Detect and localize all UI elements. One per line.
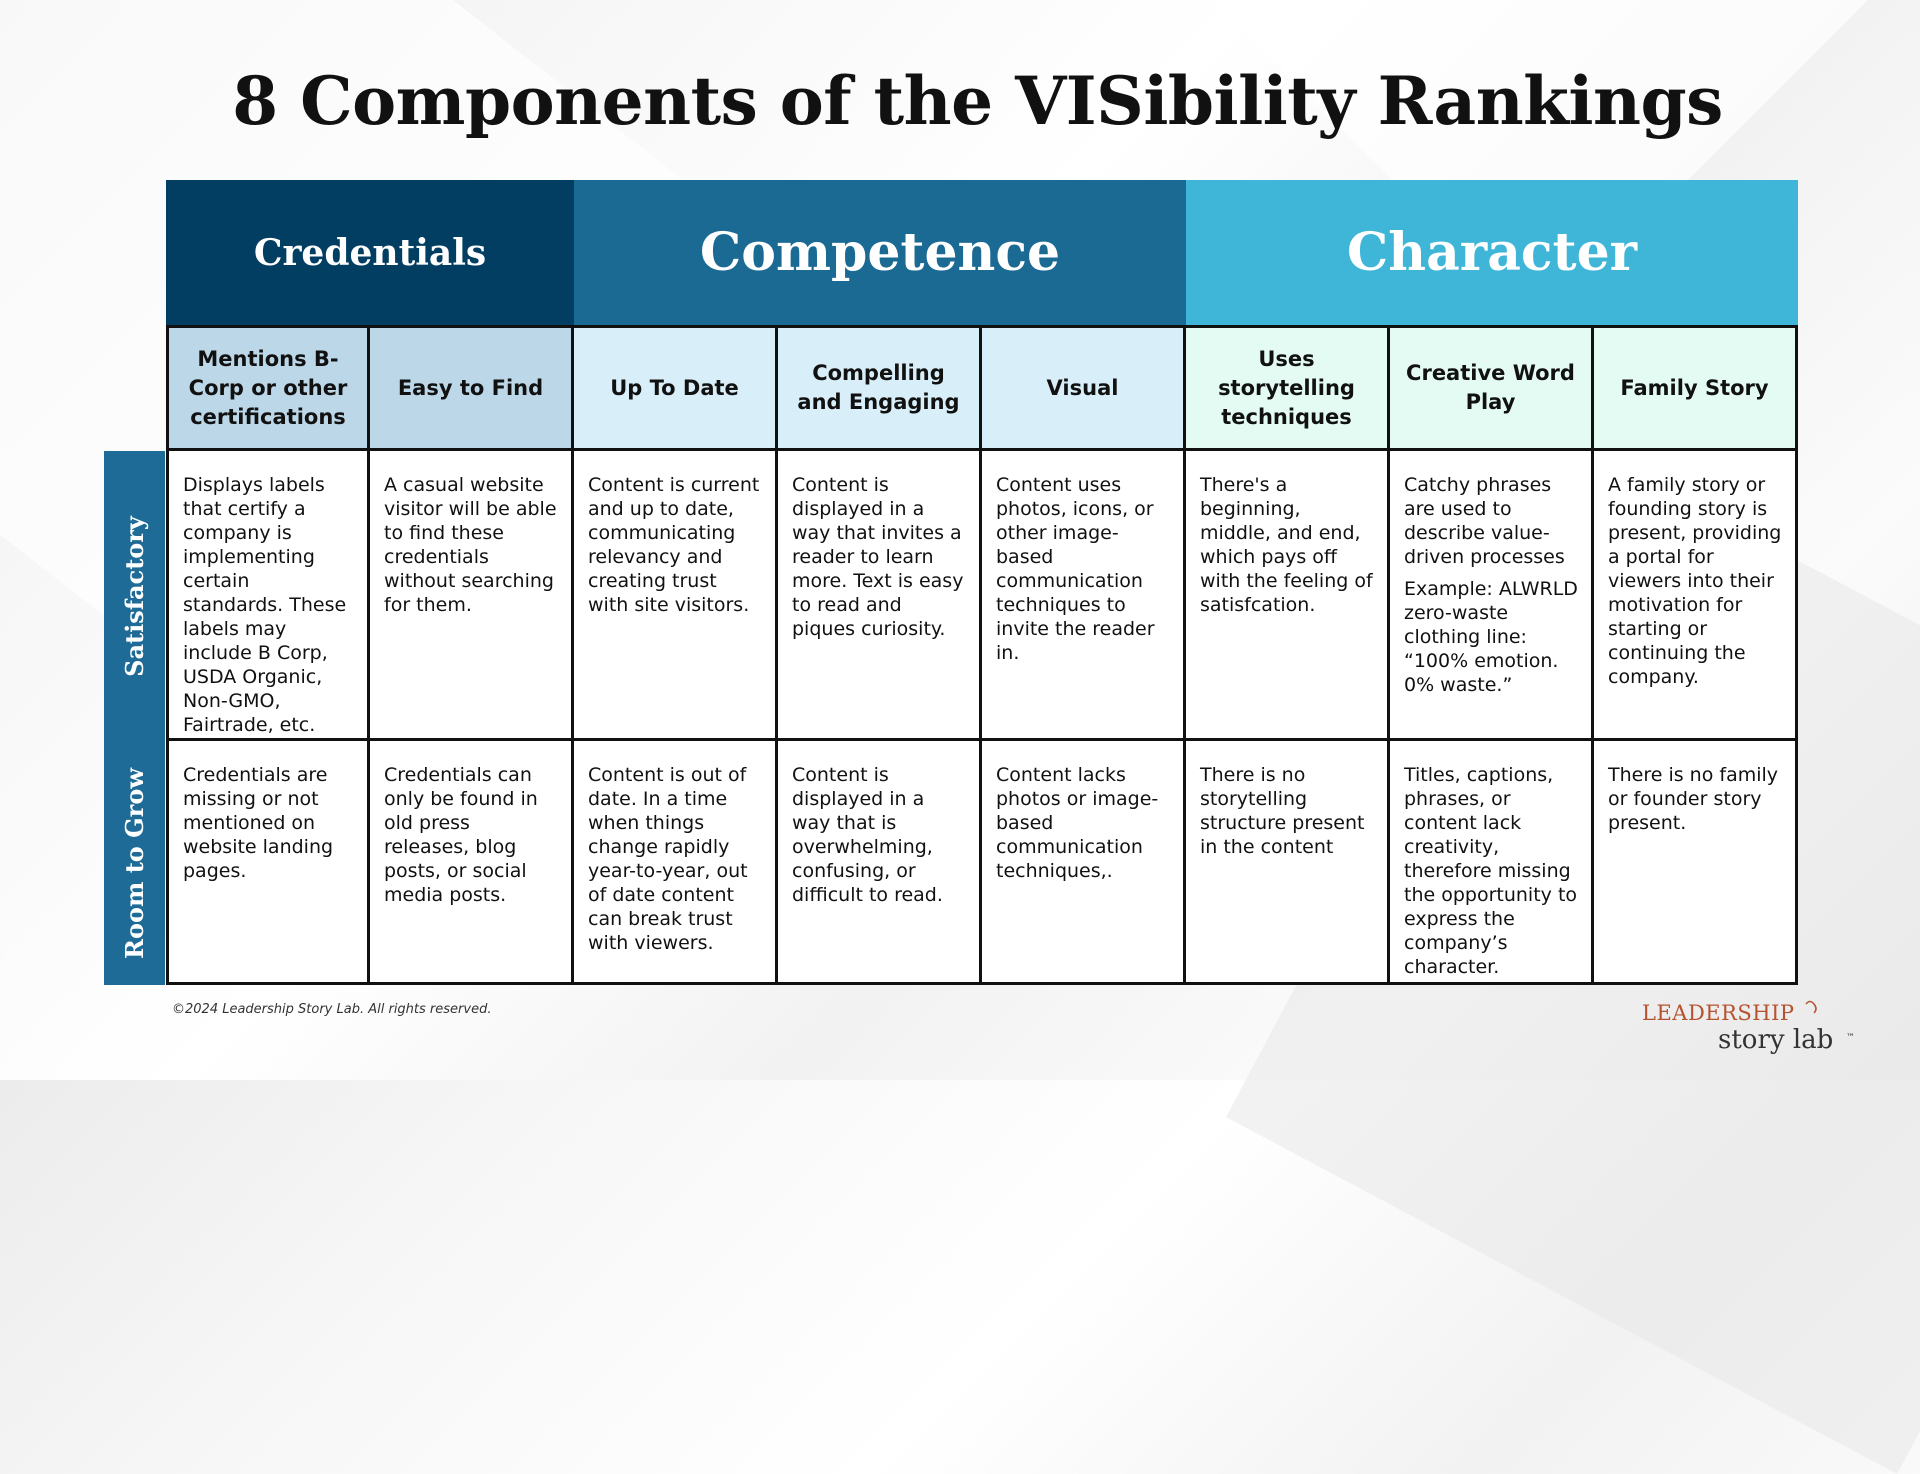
room-to-grow-cell: Credentials are missing or not mentioned… xyxy=(166,741,370,985)
leadership-story-lab-logo: LEADERSHIP story lab ™ xyxy=(1642,1000,1855,1055)
logo-line2: story lab xyxy=(1718,1025,1833,1055)
group-header-credentials: Credentials xyxy=(166,180,574,325)
satisfactory-cell: Content is current and up to date, commu… xyxy=(574,451,778,741)
satisfactory-cell: A casual website visitor will be able to… xyxy=(370,451,574,741)
column-header: Family Story xyxy=(1594,325,1798,451)
satisfactory-text: Catchy phrases are used to describe valu… xyxy=(1404,474,1565,568)
satisfactory-cell: Content uses photos, icons, or other ima… xyxy=(982,451,1186,741)
row-label-text: Room to Grow xyxy=(120,767,149,959)
satisfactory-cell: Content is displayed in a way that invit… xyxy=(778,451,982,741)
group-header-competence: Competence xyxy=(574,180,1186,325)
logo-line1: LEADERSHIP xyxy=(1642,1001,1795,1025)
copyright-notice: ©2024 Leadership Story Lab. All rights r… xyxy=(172,1002,492,1017)
column-header: Easy to Find xyxy=(370,325,574,451)
room-to-grow-cell: Titles, captions, phrases, or content la… xyxy=(1390,741,1594,985)
page-title: 8 Components of the VISibility Rankings xyxy=(232,62,1723,140)
row-label-room-to-grow: Room to Grow xyxy=(104,741,165,985)
room-to-grow-cell: Content is displayed in a way that is ov… xyxy=(778,741,982,985)
logo-tm: ™ xyxy=(1846,1033,1855,1043)
column-header: Up To Date xyxy=(574,325,778,451)
logo-swirl-icon xyxy=(1805,1000,1817,1014)
room-to-grow-cell: Content lacks photos or image-based comm… xyxy=(982,741,1186,985)
column-header: Compelling and Engaging xyxy=(778,325,982,451)
satisfactory-cell: There's a beginning, middle, and end, wh… xyxy=(1186,451,1390,741)
satisfactory-cell: Displays labels that certify a company i… xyxy=(166,451,370,741)
room-to-grow-cell: Content is out of date. In a time when t… xyxy=(574,741,778,985)
column-header: Mentions B-Corp or other certifications xyxy=(166,325,370,451)
satisfactory-example: Example: ALWRLD zero-waste clothing line… xyxy=(1404,578,1578,696)
row-label-text: Satisfactory xyxy=(120,515,149,677)
column-header: Visual xyxy=(982,325,1186,451)
rankings-table: Credentials Competence Character Mention… xyxy=(166,180,1798,985)
column-header: Creative Word Play xyxy=(1390,325,1594,451)
room-to-grow-cell: Credentials can only be found in old pre… xyxy=(370,741,574,985)
satisfactory-cell: Catchy phrases are used to describe valu… xyxy=(1390,451,1594,741)
room-to-grow-cell: There is no family or founder story pres… xyxy=(1594,741,1798,985)
group-header-character: Character xyxy=(1186,180,1798,325)
column-header: Uses storytelling techniques xyxy=(1186,325,1390,451)
room-to-grow-cell: There is no storytelling structure prese… xyxy=(1186,741,1390,985)
satisfactory-cell: A family story or founding story is pres… xyxy=(1594,451,1798,741)
row-label-satisfactory: Satisfactory xyxy=(104,451,165,741)
